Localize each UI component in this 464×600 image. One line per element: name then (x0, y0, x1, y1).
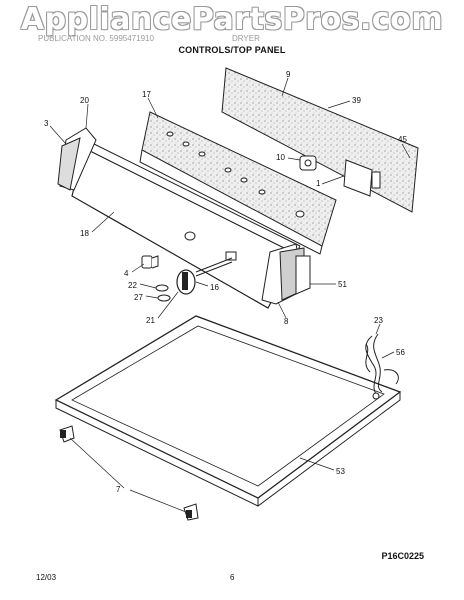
watermark-logo: AppliancePartsPros.com (20, 2, 444, 37)
callout-9: 9 (286, 70, 291, 79)
callout-leader-lines (49, 77, 411, 513)
knob-indicator-parts (155, 284, 171, 302)
callout-20: 20 (80, 96, 89, 105)
callout-45: 45 (398, 135, 407, 144)
product-type: DRYER (232, 34, 260, 43)
console-end-cap-left (57, 127, 97, 191)
section-title: CONTROLS/TOP PANEL (178, 45, 286, 55)
callout-56: 56 (396, 348, 405, 357)
callout-18: 18 (80, 229, 89, 238)
callout-7: 7 (116, 485, 121, 494)
callout-8: 8 (284, 317, 289, 326)
top-panel (54, 315, 402, 507)
timer-switch (299, 155, 381, 197)
callout-21: 21 (146, 316, 155, 325)
control-console-front (71, 141, 301, 309)
console-end-cap-right (261, 243, 311, 305)
callout-16: 16 (210, 283, 219, 292)
callout-22: 22 (128, 281, 137, 290)
callout-10: 10 (276, 153, 285, 162)
callout-3: 3 (44, 119, 49, 128)
callout-23: 23 (374, 316, 383, 325)
top-hinge-clip-right (183, 503, 199, 521)
console-rear-panel (139, 111, 337, 255)
callout-4: 4 (124, 269, 129, 278)
diagram-code: P16C0225 (381, 551, 424, 561)
callout-27: 27 (134, 293, 143, 302)
control-knob-small (141, 255, 159, 269)
callout-17: 17 (142, 90, 151, 99)
publication-number: PUBLICATION NO. 5995471910 (38, 34, 154, 43)
footer-page-number: 6 (230, 573, 235, 582)
footer-date: 12/03 (36, 573, 57, 582)
callout-53: 53 (336, 467, 345, 476)
callout-1: 1 (316, 179, 321, 188)
timer-knob (176, 257, 233, 295)
callout-39: 39 (352, 96, 361, 105)
callout-51: 51 (338, 280, 347, 289)
wire-harness (365, 333, 399, 400)
